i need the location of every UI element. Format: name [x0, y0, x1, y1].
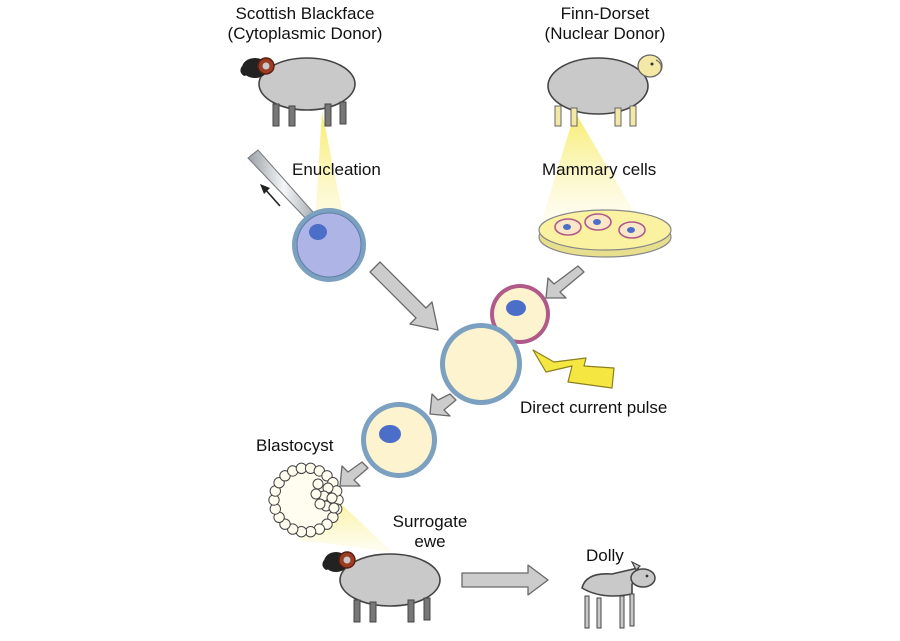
nuclear-donor-role: (Nuclear Donor) — [544, 24, 666, 43]
arrow-to-dolly — [461, 564, 549, 596]
cytoplasmic-donor-label: Scottish Blackface (Cytoplasmic Donor) — [214, 4, 396, 44]
blastocyst-cell — [314, 498, 326, 510]
blastocyst-cell — [310, 488, 322, 500]
arrow-embryo-to-blastocyst — [339, 461, 369, 487]
nuclear-donor-breed: Finn-Dorset — [560, 4, 650, 23]
blastocyst-cell — [312, 478, 324, 490]
mammary-cell-icon — [618, 221, 646, 239]
dolly-label: Dolly — [586, 546, 624, 565]
beam-blackface — [314, 112, 345, 238]
fused-cell — [440, 323, 522, 405]
surrogate-line1: Surrogate — [392, 512, 468, 531]
mammary-cell-icon — [584, 213, 612, 231]
blastocyst-label: Blastocyst — [256, 436, 334, 455]
enucleation-label: Enucleation — [292, 160, 381, 179]
arrow-egg-to-fusion — [369, 261, 439, 331]
cytoplasmic-donor-role: (Cytoplasmic Donor) — [227, 24, 383, 43]
reconstructed-embryo — [361, 402, 437, 478]
beam-finn — [542, 112, 634, 220]
petri-dish-icon — [538, 209, 672, 258]
dolly-lamb-icon — [581, 560, 656, 629]
lightning-bolt-icon — [532, 349, 615, 389]
blackface-sheep-icon — [240, 57, 356, 127]
blastocyst-cell — [328, 502, 340, 514]
cytoplasmic-donor-breed: Scottish Blackface — [235, 4, 375, 23]
nuclear-donor-label: Finn-Dorset (Nuclear Donor) — [530, 4, 680, 44]
arrow-mammary-to-cell — [545, 265, 585, 299]
finn-dorset-sheep-icon — [547, 54, 663, 127]
direct-current-pulse-label: Direct current pulse — [520, 398, 668, 417]
mammary-cell-icon — [554, 218, 582, 236]
surrogate-line2: ewe — [414, 532, 446, 551]
surrogate-ewe-label: Surrogate ewe — [382, 512, 478, 552]
enucleated-egg-cell — [292, 208, 366, 282]
blastocyst-icon — [268, 462, 344, 538]
arrow-fusion-to-embryo — [429, 393, 457, 417]
donor-mammary-cell — [490, 284, 550, 344]
surrogate-ewe-icon — [322, 551, 441, 623]
mammary-cells-label: Mammary cells — [542, 160, 657, 179]
